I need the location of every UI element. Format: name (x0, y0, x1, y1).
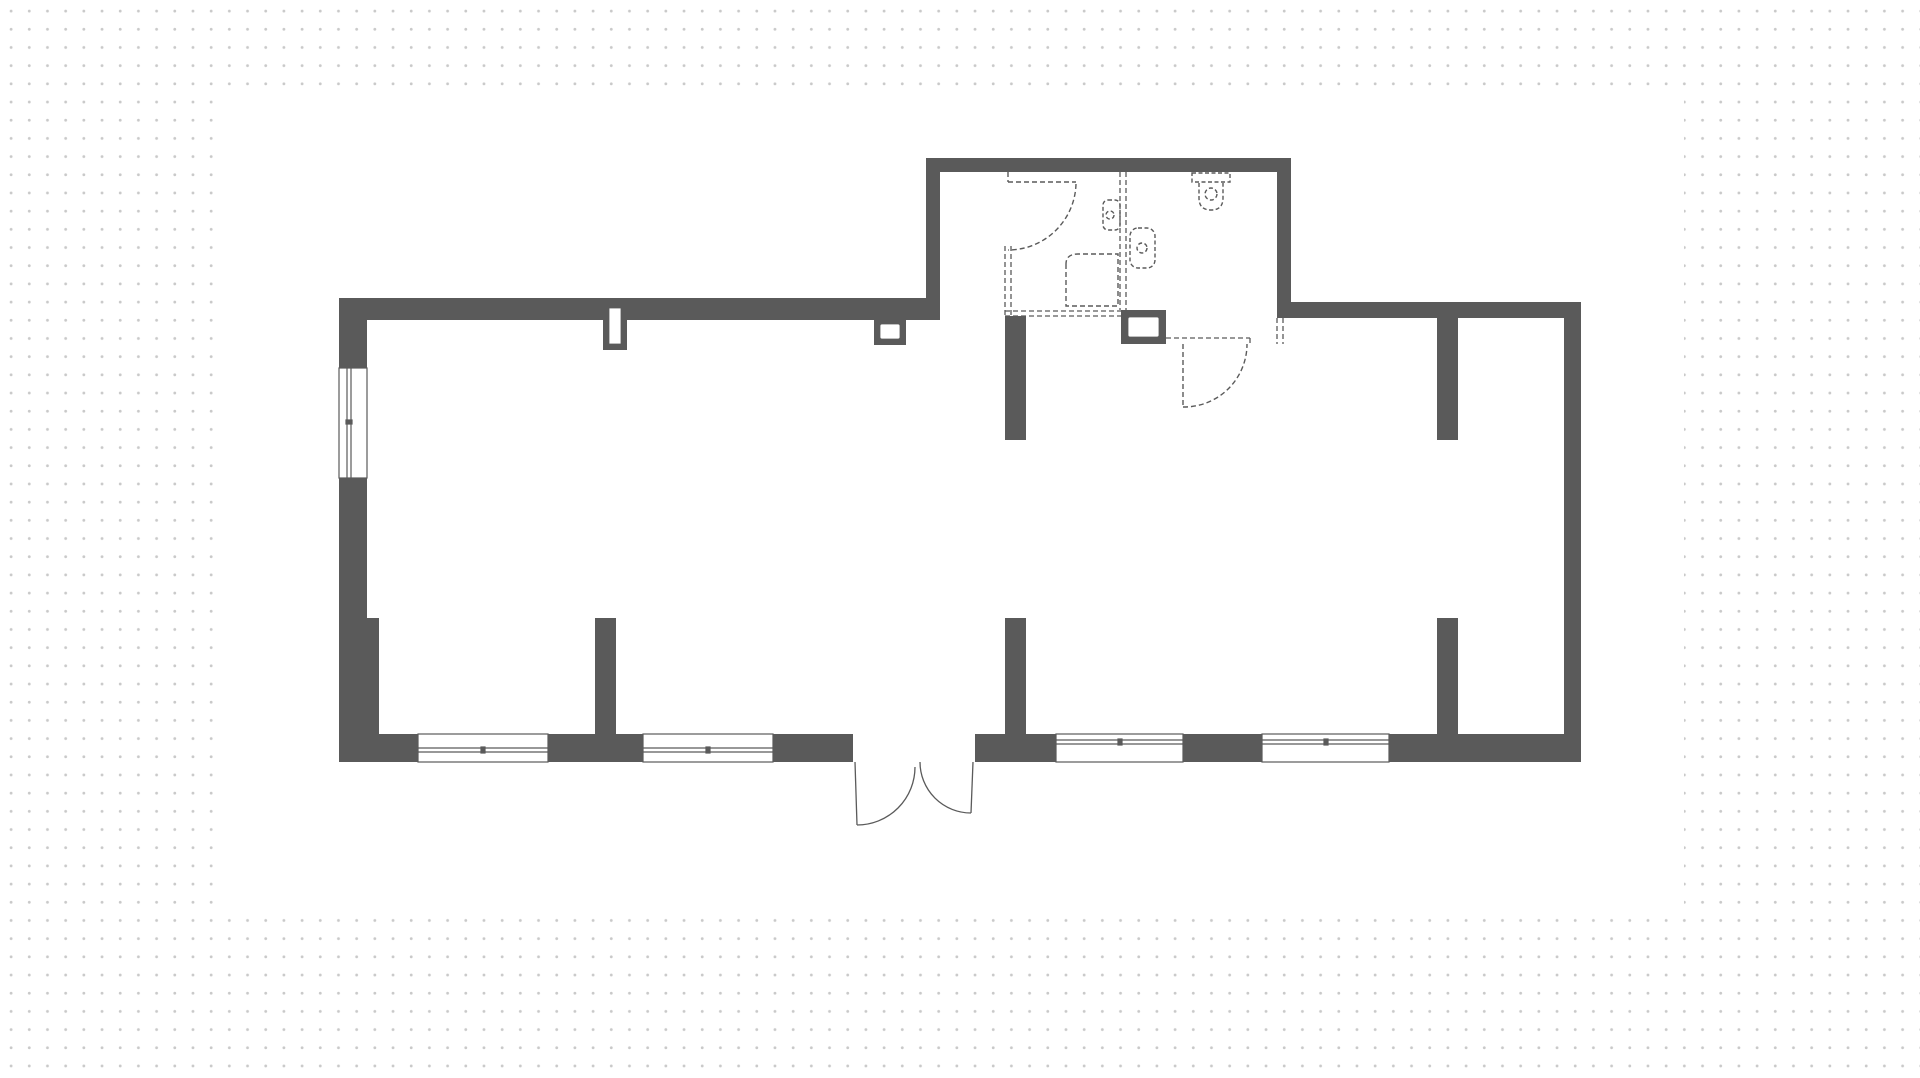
wall-upper-left (926, 158, 940, 320)
radiators (603, 302, 1166, 350)
pier-bottom-3 (1437, 618, 1458, 738)
entrance-double-door-icon (854, 761, 974, 826)
bathroom-doors (1007, 172, 1248, 408)
toilet-icon (1191, 172, 1231, 211)
window-bottom-3 (1055, 733, 1184, 763)
wall-upper-top (926, 158, 1290, 172)
door-swing-right (919, 761, 972, 814)
interior-piers (595, 316, 1458, 738)
radiator-2 (874, 318, 906, 345)
washbasin-icon (1102, 199, 1156, 269)
radiator-1 (603, 302, 627, 350)
window-bottom-2 (642, 733, 774, 763)
plan-background (224, 86, 1684, 918)
wall-top-right (1277, 302, 1581, 318)
bathroom-door-left-icon (1007, 172, 1077, 251)
bathroom-door-right-icon (1182, 343, 1248, 408)
window-bottom-4 (1261, 733, 1390, 763)
wall-right (1564, 302, 1581, 762)
pier-bottom-2 (1005, 618, 1026, 738)
door-leaf-right (970, 761, 974, 814)
bathroom-partitions (1004, 172, 1284, 344)
window-bottom-1 (417, 733, 549, 763)
wall-top-left (339, 298, 939, 320)
windows (338, 367, 1390, 763)
pier-top-1 (1005, 316, 1026, 440)
door-swing-left (856, 766, 916, 826)
pier-top-2 (1437, 316, 1458, 440)
shower-tray-icon (1065, 253, 1119, 307)
wall-bottom-left (339, 734, 853, 762)
window-left (338, 367, 368, 479)
door-leaf-left (854, 761, 858, 826)
radiator-3 (1121, 310, 1166, 344)
wall-upper-right (1277, 158, 1291, 318)
pier-bottom-1 (595, 618, 616, 738)
